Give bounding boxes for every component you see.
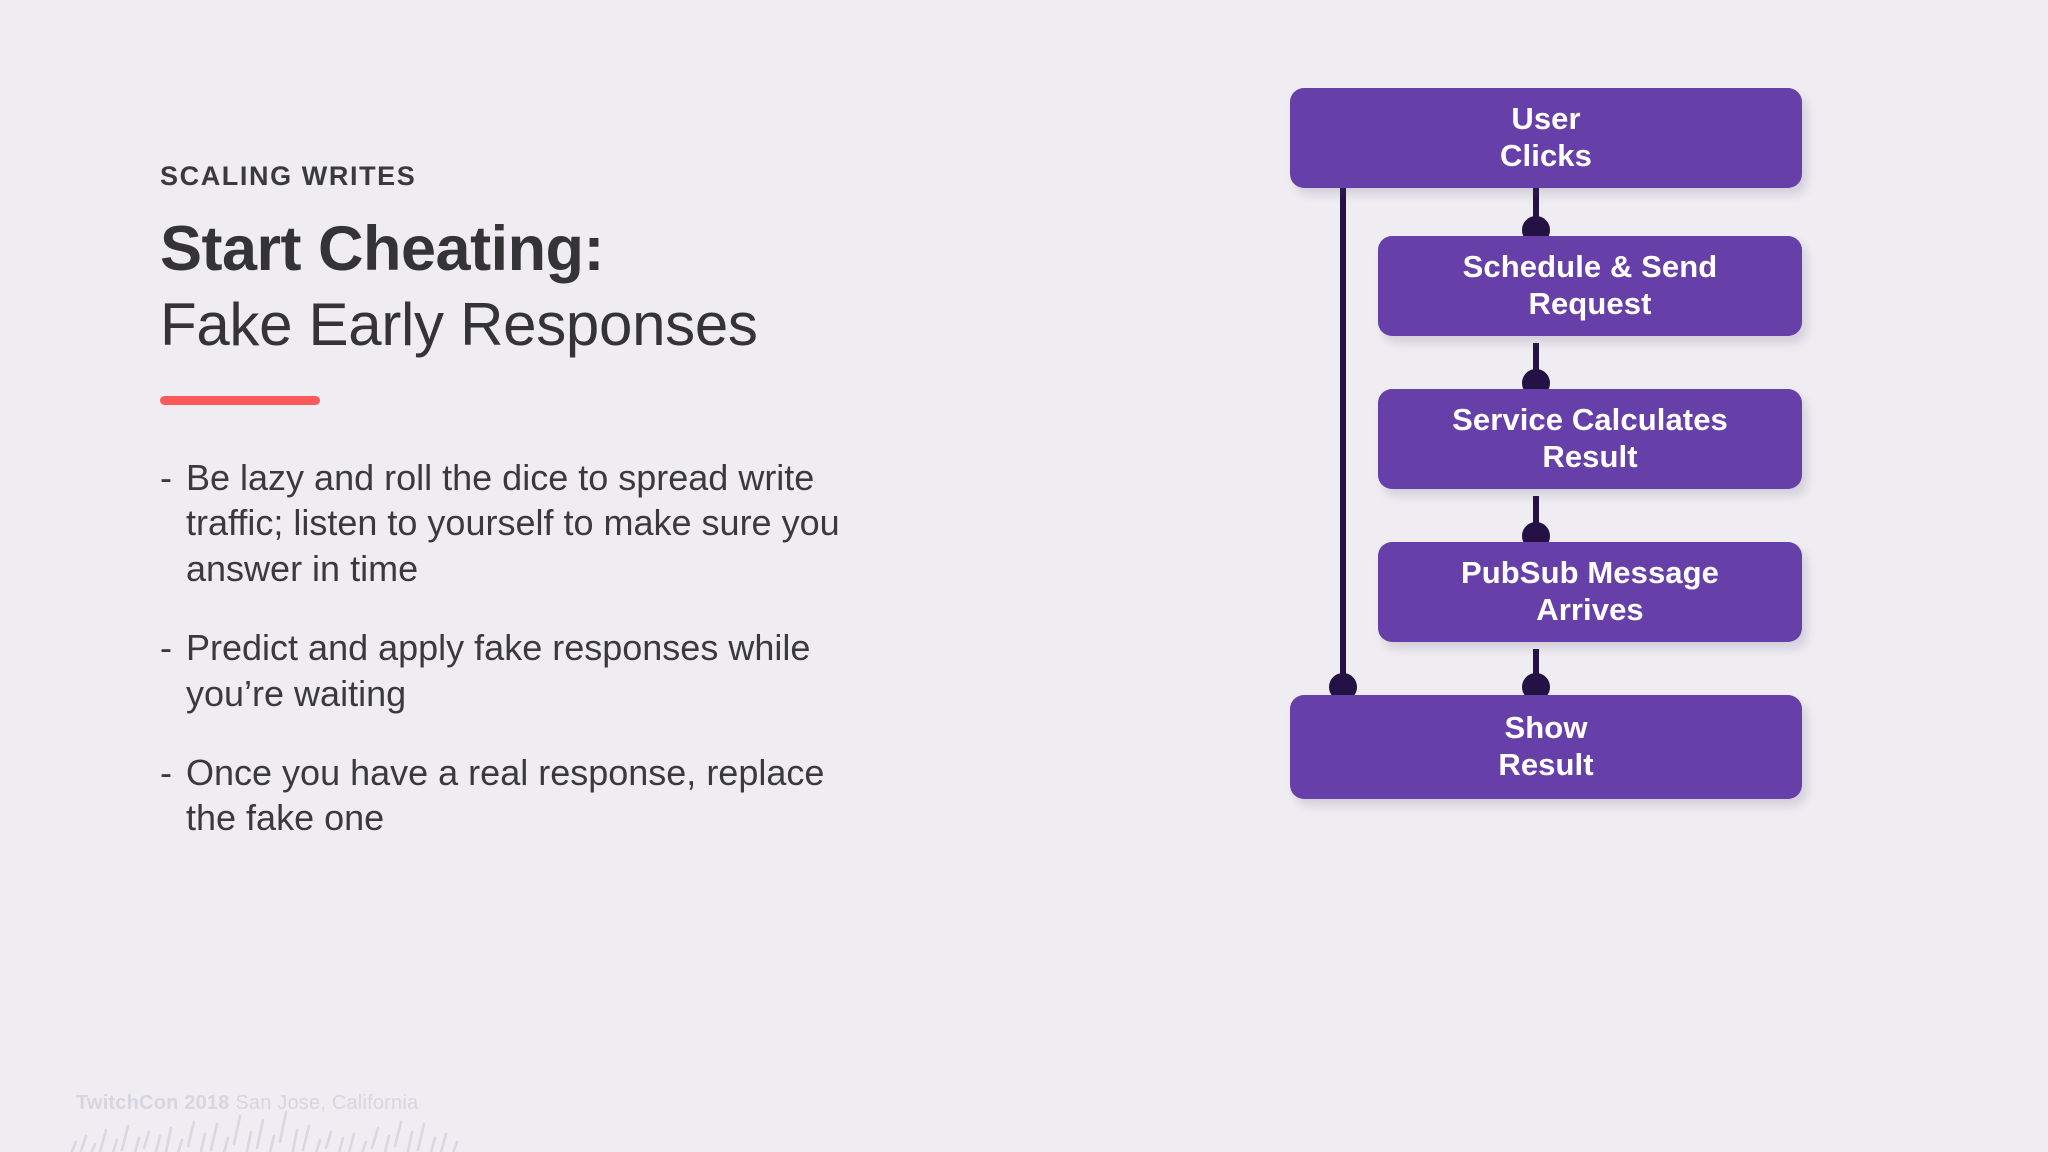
flow-node-user-clicks[interactable]: User Clicks bbox=[1290, 88, 1802, 188]
title-line-secondary: Fake Early Responses bbox=[160, 290, 758, 358]
flowchart: User Clicks Schedule & Send Request Serv… bbox=[1290, 80, 1850, 1040]
flow-node-show-result[interactable]: Show Result bbox=[1290, 695, 1802, 799]
flowchart-connectors bbox=[1329, 188, 1550, 701]
flow-node-pubsub-message-arrives[interactable]: PubSub Message Arrives bbox=[1378, 542, 1802, 642]
flow-node-label: User Clicks bbox=[1500, 101, 1592, 173]
footer-location: San Jose, California bbox=[229, 1092, 419, 1114]
flow-node-label: PubSub Message Arrives bbox=[1460, 555, 1720, 627]
flow-node-label: Service Calculates Result bbox=[1452, 402, 1728, 474]
bullet-list: - Be lazy and roll the dice to spread wr… bbox=[160, 455, 940, 841]
flow-node-label: Schedule & Send Request bbox=[1462, 249, 1718, 321]
list-item: - Once you have a real response, replace… bbox=[160, 750, 940, 841]
flow-node-label: Show Result bbox=[1498, 710, 1594, 782]
page-title: Start Cheating: Fake Early Responses bbox=[160, 214, 940, 358]
bullet-dash-icon: - bbox=[160, 457, 172, 499]
title-line-primary: Start Cheating: bbox=[160, 214, 605, 285]
flow-node-service-calculates-result[interactable]: Service Calculates Result bbox=[1378, 389, 1802, 489]
bullet-dash-icon: - bbox=[160, 627, 172, 669]
bullet-text: Be lazy and roll the dice to spread writ… bbox=[186, 457, 840, 589]
bullet-text: Predict and apply fake responses while y… bbox=[186, 627, 811, 714]
bullet-dash-icon: - bbox=[160, 751, 172, 793]
bullet-text: Once you have a real response, replace t… bbox=[186, 751, 825, 839]
list-item: - Predict and apply fake responses while… bbox=[160, 625, 940, 716]
flow-node-schedule-send-request[interactable]: Schedule & Send Request bbox=[1378, 236, 1802, 336]
accent-rule bbox=[160, 396, 320, 406]
slide-footer: TwitchCon 2018 San Jose, California bbox=[76, 1092, 418, 1115]
list-item: - Be lazy and roll the dice to spread wr… bbox=[160, 455, 940, 591]
footer-brand: TwitchCon 2018 bbox=[76, 1092, 230, 1114]
slide-content: SCALING WRITES Start Cheating: Fake Earl… bbox=[160, 160, 940, 875]
slide-eyebrow: SCALING WRITES bbox=[160, 161, 417, 191]
